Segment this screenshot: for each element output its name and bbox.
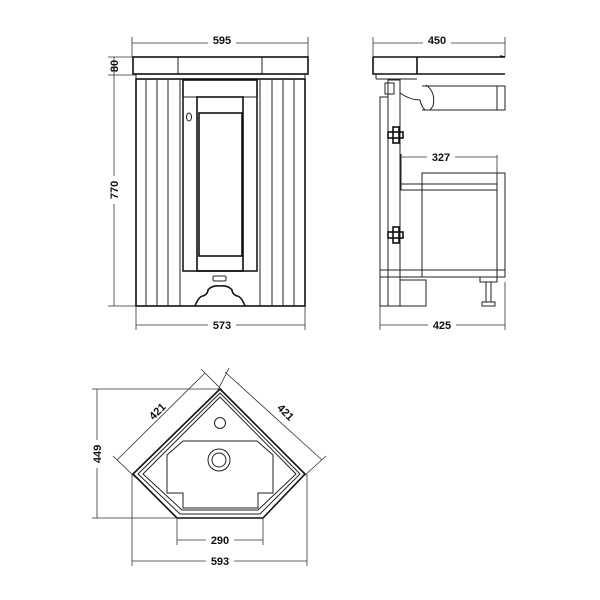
dim-label-450: 450 <box>428 35 446 47</box>
dimension-80: 80 <box>108 56 136 76</box>
adjustable-leg <box>479 276 498 307</box>
tap-hole-icon <box>214 417 226 429</box>
dimension-595: 595 <box>131 34 309 57</box>
plan-view: 421 421 449 290 593 <box>91 367 327 568</box>
basin-top <box>132 56 309 80</box>
cabinet-body <box>135 78 306 307</box>
dim-label-327: 327 <box>432 152 450 164</box>
door-knob-icon <box>186 112 192 122</box>
dim-label-80: 80 <box>109 60 121 72</box>
waste-inner-icon <box>211 452 227 468</box>
dim-label-421-right: 421 <box>274 402 295 423</box>
handle-slot <box>212 275 227 282</box>
hinge-top-icon <box>387 126 404 144</box>
front-view: 595 <box>108 34 309 332</box>
cabinet-door <box>182 79 258 272</box>
dimension-327: 327 <box>401 151 498 184</box>
dimension-290: 290 <box>176 518 264 547</box>
side-view: 450 <box>372 34 506 332</box>
dimension-450: 450 <box>372 34 506 57</box>
dim-label-593: 593 <box>211 556 229 568</box>
dim-label-770: 770 <box>109 181 121 199</box>
dimension-449: 449 <box>91 388 218 519</box>
hinge-bottom-icon <box>387 226 404 244</box>
dim-label-421-left: 421 <box>147 401 168 422</box>
dim-label-595: 595 <box>213 35 231 47</box>
dim-label-573: 573 <box>213 320 231 332</box>
dimension-770: 770 <box>108 75 136 307</box>
dimension-425: 425 <box>379 282 506 332</box>
dimension-593: 593 <box>131 474 308 568</box>
dimension-573: 573 <box>135 306 306 332</box>
dim-label-449: 449 <box>92 445 104 463</box>
dimension-421-right: 421 <box>217 367 327 477</box>
dim-label-290: 290 <box>211 535 229 547</box>
plinth <box>194 275 246 307</box>
waste-outer-icon <box>207 448 231 472</box>
dim-label-425: 425 <box>433 320 451 332</box>
